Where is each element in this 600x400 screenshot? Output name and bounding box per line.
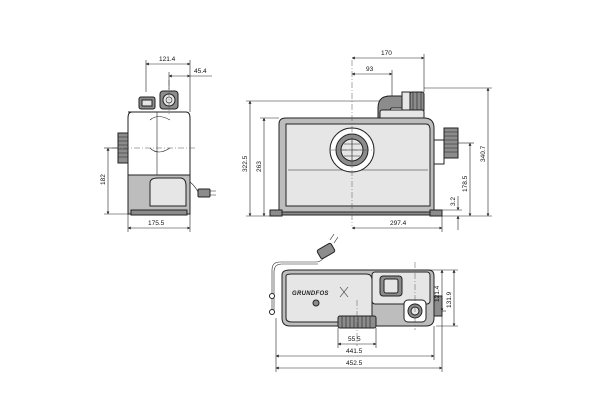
dim-side-height: 182 [100,174,107,185]
dim-front-top-width: 170 [381,50,392,57]
brand-logo-text: GRUNDFOS [292,291,329,297]
side-top-fittings [138,90,179,110]
side-cable-plug [197,188,211,198]
top-outlet-pipe [371,271,431,323]
dim-top-width-b: 452.5 [346,360,363,367]
dim-top-height-b: 131.9 [446,291,453,308]
side-view: 121.4 45.4 182 175.5 [100,56,216,232]
dim-front-height-total: 322.5 [242,155,249,172]
dim-front-top-offset: 93 [366,66,374,73]
front-side-inlet [433,127,459,165]
dim-front-base-width: 297.4 [390,220,407,227]
front-view: 170 93 322.5 263 340.7 178.5 3.2 297.4 [242,50,492,232]
brand-x-mark [339,286,349,298]
dim-front-height-right: 340.7 [480,145,487,162]
dim-top-height-a: 121.4 [434,285,441,302]
top-indicator-button [312,299,320,307]
side-upper-body [127,111,191,176]
dim-top-inlet-width: 55.5 [348,336,361,343]
dim-side-base-width: 175.5 [148,220,165,227]
top-cable-plug [316,242,336,260]
dim-top-width-a: 441.5 [346,348,363,355]
dim-front-outlet-height: 178.5 [462,175,469,192]
dim-front-small: 3.2 [450,197,457,206]
dim-front-height-body: 263 [256,161,263,172]
dim-side-top-offset: 45.4 [194,68,207,75]
front-outlet-elbow [377,91,425,123]
top-view: GRUNDFOS 121.4 131.9 [269,233,458,372]
top-power-cable [269,233,339,315]
dim-side-top-width: 121.4 [159,56,176,63]
